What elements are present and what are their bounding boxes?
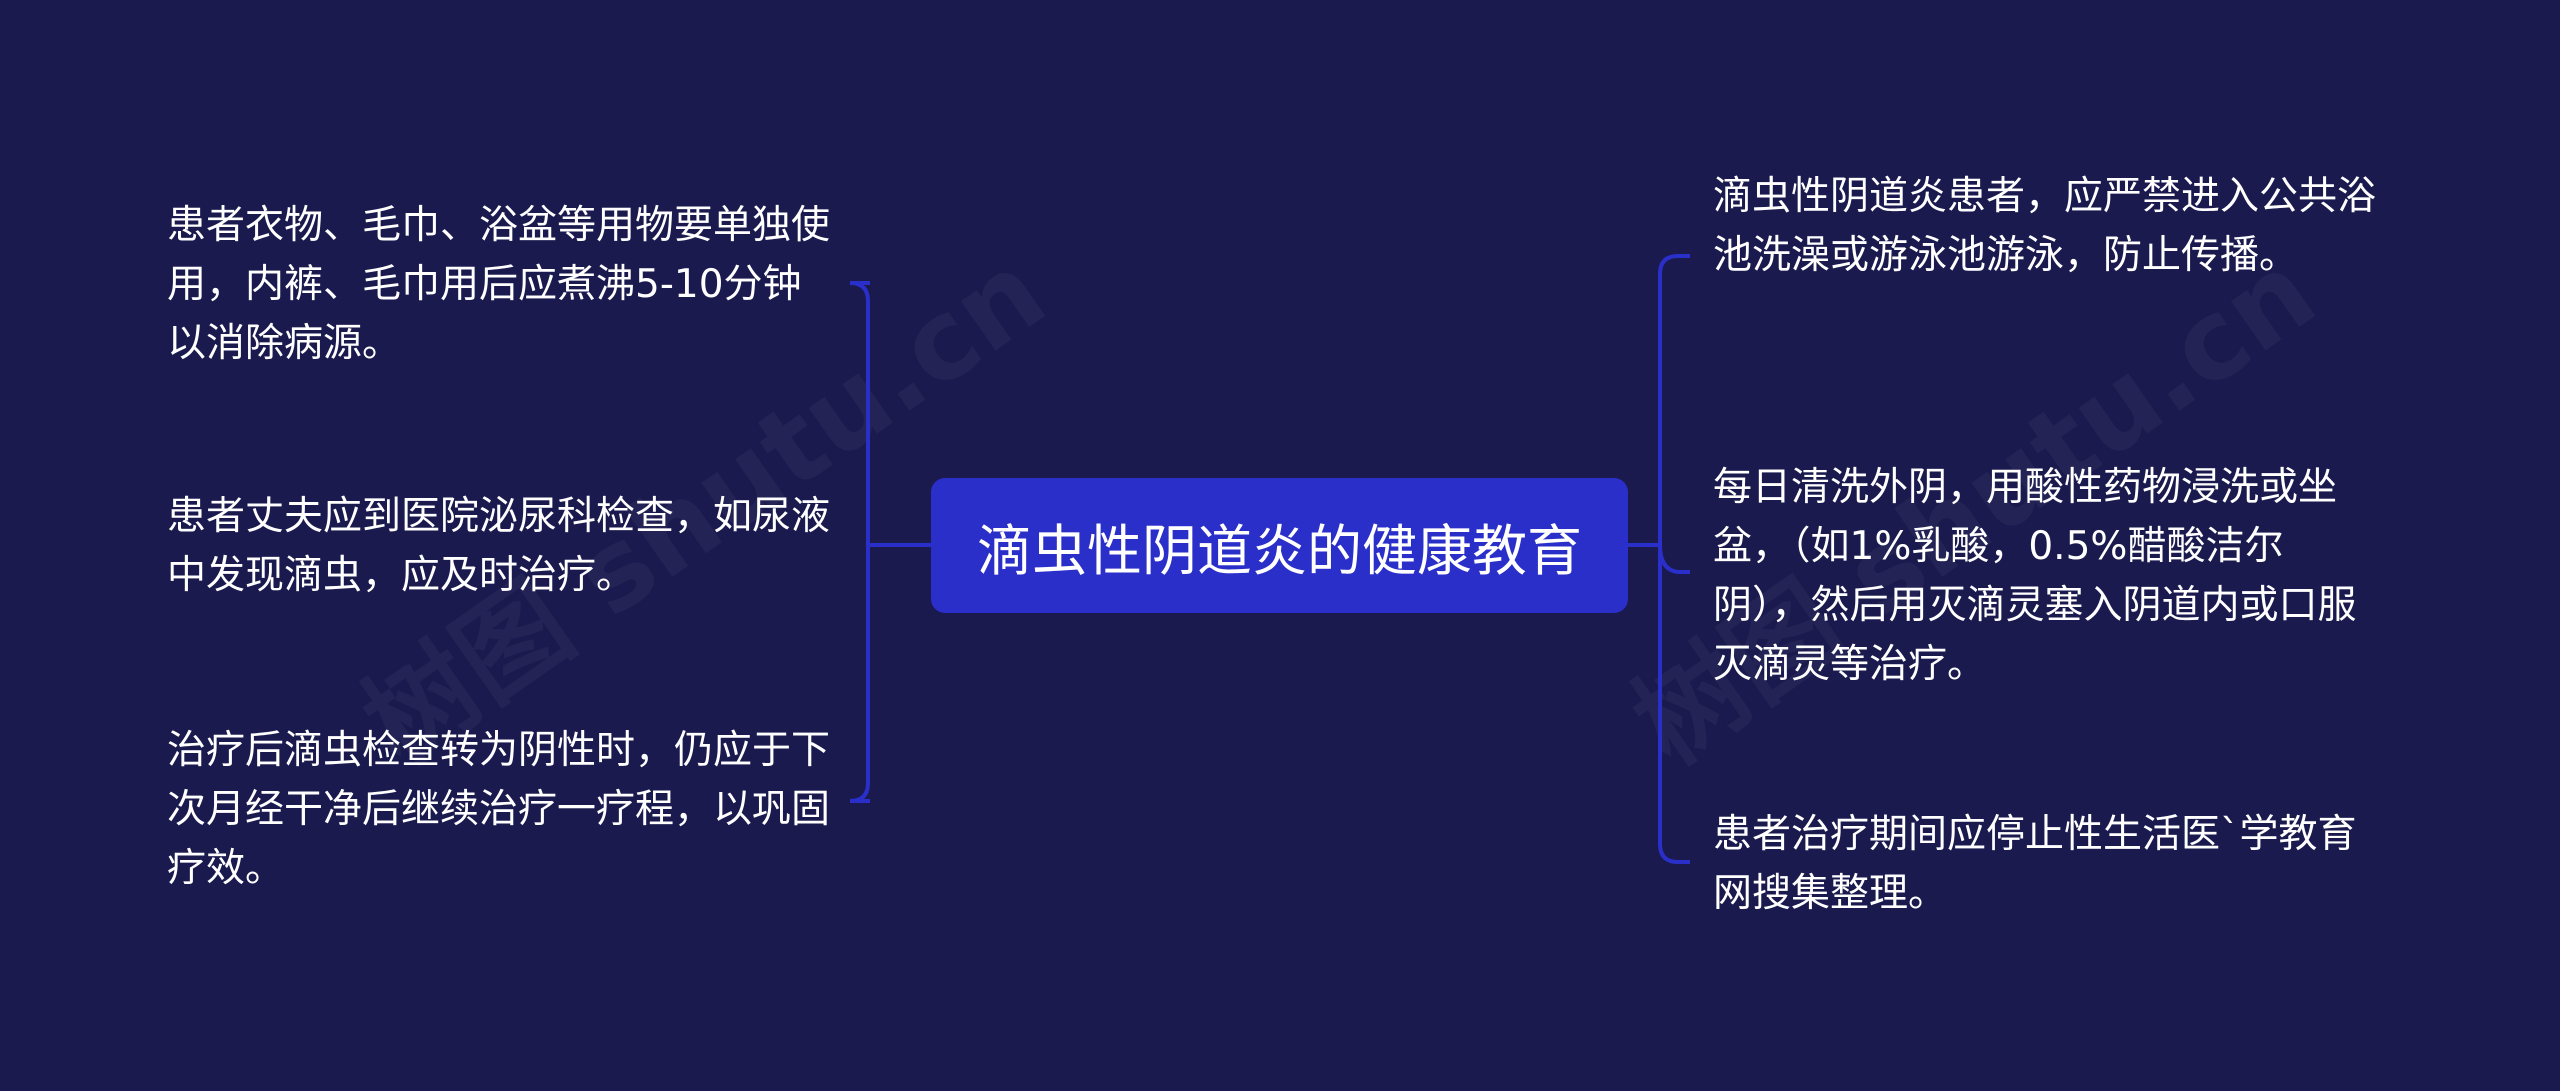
connector-right-branch-2 [1658, 544, 1690, 574]
connector-right-branch-3 [1658, 843, 1690, 864]
left-leaf-3[interactable]: 治疗后滴虫检查转为阴性时，仍应于下次月经干净后继续治疗一疗程，以巩固疗效。 [167, 728, 831, 891]
right-leaf-3[interactable]: 患者治疗期间应停止性生活医`学教育网搜集整理。 [1713, 812, 2357, 916]
left-leaf-1[interactable]: 患者衣物、毛巾、浴盆等用物要单独使用，内裤、毛巾用后应煮沸5-10分钟以消除病源… [167, 203, 831, 366]
connector-left-branch-3 [849, 782, 870, 803]
left-leaf-2[interactable]: 患者丈夫应到医院泌尿科检查，如尿液中发现滴虫，应及时治疗。 [167, 494, 831, 598]
right-leaf-2[interactable]: 每日清洗外阴，用酸性药物浸洗或坐盆，（如1%乳酸，0.5%醋酸洁尔阴），然后用灭… [1713, 465, 2357, 687]
right-leaf-1[interactable]: 滴虫性阴道炎患者，应严禁进入公共浴池洗澡或游泳池游泳，防止传播。 [1713, 174, 2377, 278]
central-topic[interactable]: 滴虫性阴道炎的健康教育 [931, 478, 1628, 613]
connector-left-branch-1 [849, 281, 870, 302]
connector-right-branch-1 [1658, 254, 1690, 275]
central-topic-label: 滴虫性阴道炎的健康教育 [976, 518, 1582, 583]
